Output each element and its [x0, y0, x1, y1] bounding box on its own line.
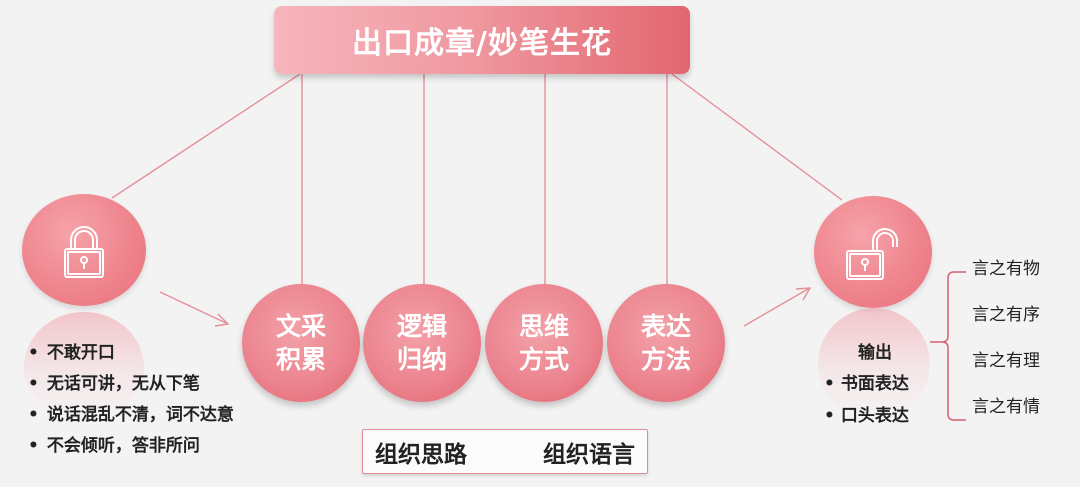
output-title: 输出: [858, 343, 892, 363]
principles-bracket: [930, 271, 966, 421]
problem-item: 说话混乱不清，词不达意: [28, 400, 234, 431]
arrow-to-methods-head: [214, 313, 230, 327]
open-lock-circle: [814, 196, 932, 308]
output-item: 口头表达: [820, 400, 930, 432]
arrow-to-output-head: [795, 287, 812, 301]
arrow-to-methods: [159, 291, 227, 324]
title-text: 出口成章/妙笔生花: [352, 26, 612, 61]
method-line: 思维: [518, 312, 569, 341]
summary-left: 组织思路: [375, 441, 467, 468]
principle-item: 言之有理: [972, 351, 1040, 371]
method-line: 积累: [275, 345, 326, 374]
problem-item: 不敢开口: [28, 338, 234, 369]
summary-box: 组织思路 组织语言: [362, 429, 648, 474]
problem-list: 不敢开口 无话可讲，无从下笔 说话混乱不清，词不达意 不会倾听，答非所问: [28, 338, 234, 462]
lock-closed-icon: [64, 226, 104, 278]
connector-title-right-lock: [671, 73, 843, 201]
method-node-wencai: 文采积累: [242, 284, 360, 402]
principle-item: 言之有序: [972, 305, 1040, 325]
method-line: 表达: [640, 312, 691, 341]
principle-item: 言之有物: [972, 259, 1040, 279]
summary-right: 组织语言: [543, 441, 635, 468]
output-list: 书面表达 口头表达: [820, 368, 930, 432]
problem-item: 不会倾听，答非所问: [28, 431, 234, 462]
method-node-biaoda: 表达方法: [607, 284, 725, 402]
output-block: 输出 书面表达 口头表达: [820, 338, 930, 432]
method-line: 逻辑: [396, 312, 447, 341]
lock-open-icon: [846, 228, 898, 280]
method-line: 归纳: [396, 345, 447, 374]
output-item: 书面表达: [820, 368, 930, 400]
method-line: 方式: [518, 345, 569, 374]
problem-item: 无话可讲，无从下笔: [28, 369, 234, 400]
arrow-to-output: [743, 288, 809, 327]
connector-title-left-lock: [111, 73, 301, 199]
method-line: 方法: [640, 345, 691, 374]
closed-lock-circle: [22, 194, 146, 306]
method-node-luoji: 逻辑归纳: [363, 284, 481, 402]
method-node-siwei: 思维方式: [485, 284, 603, 402]
principle-list: 言之有物 言之有序 言之有理 言之有情: [972, 256, 1040, 440]
title-banner: 出口成章/妙笔生花: [274, 6, 690, 74]
method-line: 文采: [275, 312, 326, 341]
principle-item: 言之有情: [972, 397, 1040, 417]
